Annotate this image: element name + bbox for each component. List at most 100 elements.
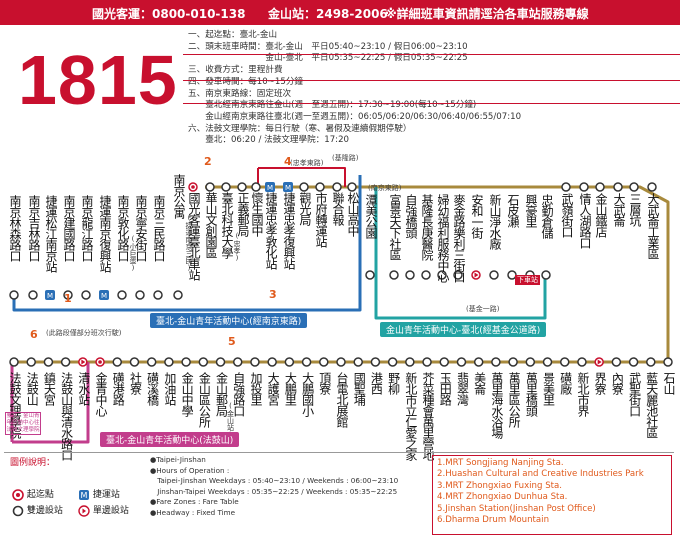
top-stop-label: 安和一街 [470, 194, 484, 238]
stop-marker [389, 270, 399, 280]
bottom-stop-label: 台電北展館 [335, 372, 349, 427]
stop-marker [456, 357, 467, 367]
top-stop-label: 興豪里 [524, 194, 538, 227]
top-stop-label: 捷運忠孝復興站 [282, 192, 296, 269]
stop-marker [525, 357, 536, 367]
bottom-stop-label: 芥菜種會萬里營地 [421, 372, 436, 460]
stop-marker [405, 270, 415, 280]
bottom-stop-label: 大鵬國小 [300, 372, 315, 416]
bottom-stop-label: 磺廠 [558, 372, 573, 394]
stop-marker [491, 357, 501, 367]
stop-marker [215, 357, 226, 367]
legend-start: 起迄點 [12, 487, 54, 501]
top-stop-label: 三層坑 [628, 193, 642, 226]
stop-marker [81, 290, 91, 300]
stop-marker [347, 182, 357, 192]
info-divider [183, 54, 680, 55]
stop-marker [205, 182, 215, 192]
legend-start-label: 起迄點 [26, 490, 54, 500]
mrt-number-1: 1 [64, 292, 72, 305]
svg-text:M: M [285, 184, 291, 192]
bottom-stop-label: 新北市立仁愛之家 [403, 372, 418, 460]
stop-marker [95, 357, 105, 367]
stop-marker [284, 357, 295, 367]
tag-nanjing-rd: (南京東路) [368, 184, 402, 192]
bottom-stop-label: 界寮 [593, 372, 608, 394]
stop-marker [471, 270, 481, 280]
bottom-stop-label: 鎮天宮 [42, 372, 57, 405]
stop-marker [453, 270, 463, 280]
info-line: 三、收費方式：里程計費 [188, 65, 283, 76]
stop-marker [365, 270, 375, 280]
stop-marker [146, 357, 157, 367]
stop-marker [439, 357, 450, 367]
top-stop-label: 市府轉運站 [314, 192, 328, 247]
top-stop-label: 南京龍江路口 [80, 195, 94, 261]
bottom-stop-label: 萬里區公所 [507, 372, 522, 427]
mrt-number-6: 6 [30, 328, 38, 341]
stop-marker [542, 357, 553, 367]
main-route-top [205, 185, 670, 350]
top-stop-label: 捷運松江南京站 [44, 195, 58, 272]
svg-text:M: M [101, 292, 107, 300]
mrt-number-5: 5 [228, 335, 236, 348]
stop-marker [164, 357, 174, 367]
top-stop-label: 富景天下社區 [388, 194, 402, 260]
header-note: ※詳細班車資訊請逕洽各車站服務專線 [385, 7, 589, 21]
stop-marker: M [265, 182, 275, 192]
stop-marker [646, 357, 656, 367]
stop-marker [9, 357, 19, 367]
bottom-stop-label: 野柳 [386, 372, 401, 394]
stop-marker [251, 182, 261, 192]
stop-marker [135, 290, 145, 300]
stop-marker [301, 357, 312, 367]
top-stop-label: 華山文創園區 [204, 192, 218, 258]
bottom-stop-label: 法鼓山 [25, 372, 40, 405]
bottom-stop-label: 大護宮 [266, 372, 281, 405]
info-line: 六、法鼓文理學院：每日行駛（寒、暑假及連續假期停駛） [188, 123, 412, 134]
bottom-stop-label: 頂寮 [317, 372, 332, 394]
top-stop-label: 捷運忠孝敦化站 [264, 192, 278, 269]
bottom-stop-label: 大鵬里 [283, 372, 298, 405]
top-stop-label: 聯合報 [331, 192, 345, 225]
both-sides-icon [12, 505, 24, 516]
stop-marker [129, 357, 140, 367]
legend-info-line: Taipei-Jinshan Weekdays : 05:40~23:10 / … [150, 476, 399, 486]
stop-marker [489, 270, 499, 280]
bottom-stop-label: 石山 [662, 372, 676, 394]
stop-marker [421, 270, 431, 280]
legend-mrt: M 捷運站 [78, 487, 120, 501]
mrt-number-4: 4 [284, 155, 292, 168]
branch-nanjing: 臺北-金山青年活動中心(經南京東路) [150, 313, 308, 328]
bottom-stop-label: 國聖埔 [352, 372, 367, 405]
top-stop-label: 松山高中 [346, 192, 360, 236]
tag-xiache: 下車站 [515, 275, 540, 285]
top-stop-label: 大武崙工業區 [646, 193, 660, 259]
stop-marker [422, 357, 432, 367]
stop-marker [613, 182, 623, 192]
top-stop-label: 武嶺街口 [560, 193, 574, 237]
stop-marker: M [283, 182, 293, 192]
company-phone: 國光客運：0800-010-138 [92, 7, 246, 21]
legend-mrt-line: 3.MRT Zhongxiao Fuxing Sta. [437, 480, 563, 491]
stop-marker [267, 357, 277, 367]
stop-marker [405, 357, 415, 367]
top-stop-label: 南京建國路口 [62, 195, 76, 261]
bottom-stop-label: 社寮 [128, 372, 143, 394]
legend-mrt-line: 5.Jinshan Station(Jinshan Post Office) [437, 503, 596, 514]
top-stop-label: 臺北科技大學 [220, 192, 234, 258]
top-stop-label: 南京林森路口 [8, 195, 22, 261]
branch-jijin: 金山青年活動中心-臺北(經基金公道路) [380, 322, 547, 337]
stop-marker [541, 270, 551, 280]
stop-marker [153, 290, 163, 300]
top-stop-sublabel: (捷運南京三民) [185, 214, 193, 272]
stop-marker [250, 357, 260, 367]
info-line: 五、南京東路線：固定班次 [188, 88, 292, 99]
stop-marker [299, 182, 309, 192]
stop-marker [181, 357, 191, 367]
top-stop-label: 南京三民路口 [152, 195, 166, 261]
stop-marker [315, 182, 325, 192]
top-stop-label: 自強橋頭 [404, 194, 418, 238]
